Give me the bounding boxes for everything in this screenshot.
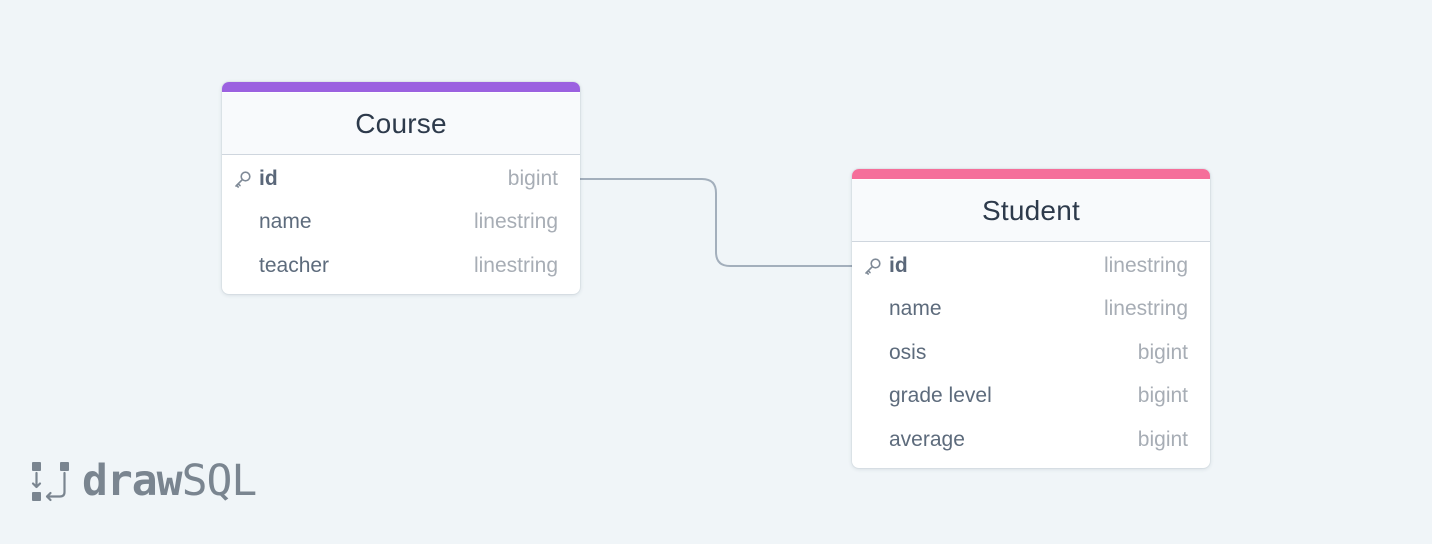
- column-type: bigint: [1137, 340, 1188, 364]
- logo-text-draw: draw: [82, 456, 183, 506]
- drawsql-logo-icon: [31, 462, 69, 502]
- column-name: teacher: [259, 253, 330, 277]
- column-type: linestring: [473, 253, 558, 277]
- table-title: Student: [982, 194, 1080, 226]
- column-name: osis: [889, 340, 927, 364]
- column-name: name: [259, 210, 312, 234]
- column-type: linestring: [1103, 253, 1188, 277]
- key-icon: [865, 258, 881, 275]
- drawsql-logo[interactable]: draw SQL: [30, 456, 258, 506]
- column-name: id: [259, 166, 278, 190]
- column-row[interactable]: grade level bigint: [852, 375, 1210, 419]
- column-row[interactable]: id bigint: [222, 157, 580, 201]
- column-row[interactable]: teacher linestring: [222, 244, 580, 288]
- table-course[interactable]: Course id bigint name linestring teacher…: [222, 82, 580, 294]
- key-icon: [235, 171, 251, 188]
- column-row[interactable]: average bigint: [852, 418, 1210, 462]
- logo-text-sql: SQL: [181, 456, 258, 506]
- column-row[interactable]: name linestring: [852, 288, 1210, 332]
- column-type: bigint: [1137, 427, 1188, 451]
- column-name: grade level: [889, 384, 992, 408]
- column-list: id linestring name linestring osis bigin…: [852, 242, 1210, 468]
- table-accent-bar: [852, 169, 1210, 179]
- column-row[interactable]: name linestring: [222, 201, 580, 245]
- table-header[interactable]: Student: [852, 179, 1210, 242]
- table-accent-bar: [222, 82, 580, 92]
- column-name: id: [889, 253, 908, 277]
- column-name: average: [889, 427, 965, 451]
- table-header[interactable]: Course: [222, 92, 580, 155]
- column-type: bigint: [1137, 384, 1188, 408]
- column-name: name: [889, 297, 942, 321]
- column-list: id bigint name linestring teacher linest…: [222, 155, 580, 294]
- column-type: linestring: [1103, 297, 1188, 321]
- column-type: linestring: [473, 210, 558, 234]
- column-row[interactable]: osis bigint: [852, 331, 1210, 375]
- table-title: Course: [355, 107, 447, 139]
- column-row[interactable]: id linestring: [852, 244, 1210, 288]
- table-student[interactable]: Student id linestring name linestring os…: [852, 169, 1210, 468]
- column-type: bigint: [507, 166, 558, 190]
